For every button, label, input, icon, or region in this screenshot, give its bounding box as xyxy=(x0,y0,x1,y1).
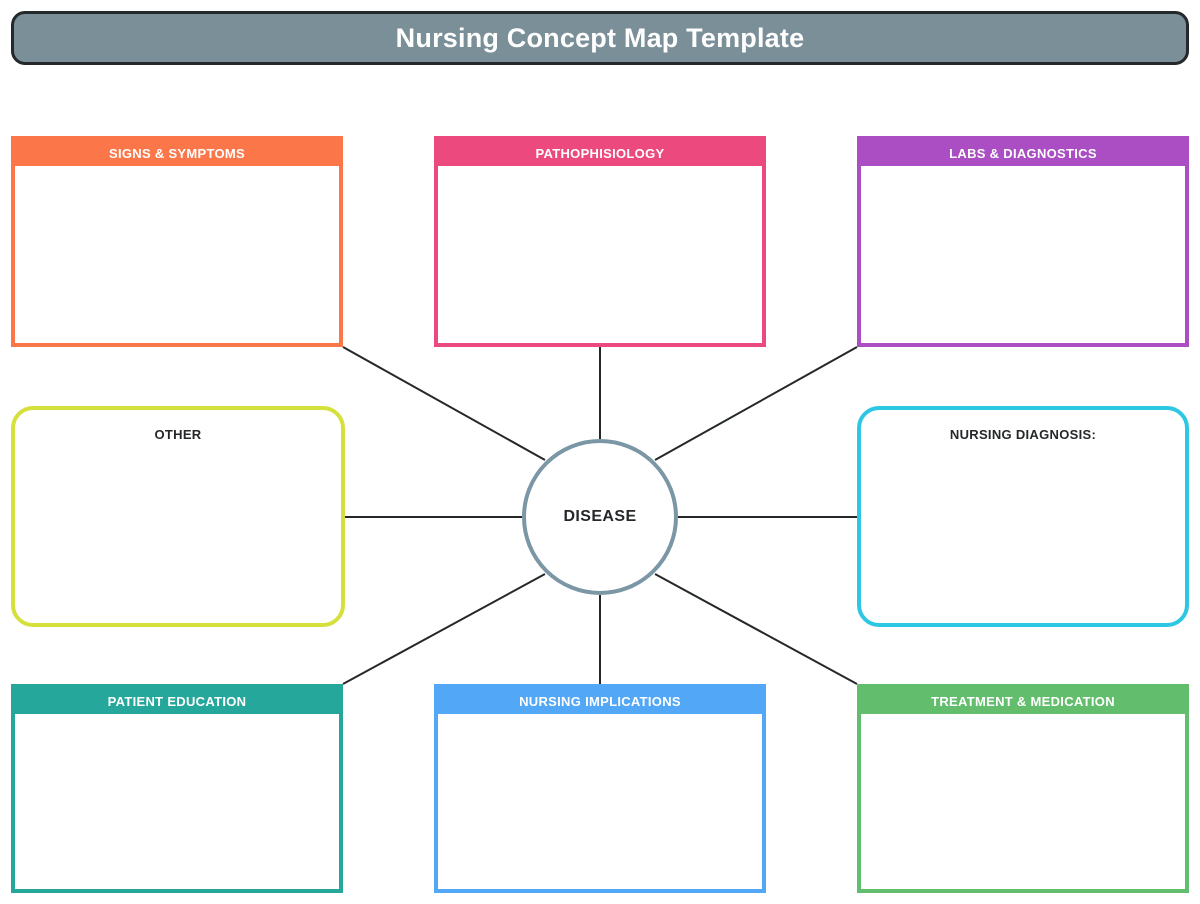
center-node-label: DISEASE xyxy=(563,508,637,525)
node-header-patient-education: PATIENT EDUCATION xyxy=(15,688,339,714)
link-patient-education xyxy=(342,573,546,685)
node-header-treatment-medication: TREATMENT & MEDICATION xyxy=(861,688,1185,714)
node-other[interactable]: OTHER xyxy=(11,406,345,627)
node-body-labs-diagnostics[interactable] xyxy=(861,166,1185,343)
link-treatment-medication xyxy=(654,573,858,685)
node-body-pathophisiology[interactable] xyxy=(438,166,762,343)
node-pathophisiology[interactable]: PATHOPHISIOLOGY xyxy=(434,136,766,347)
link-signs-symptoms xyxy=(342,346,546,461)
node-header-signs-symptoms: SIGNS & SYMPTOMS xyxy=(15,140,339,166)
center-node-disease[interactable]: DISEASE xyxy=(522,439,678,595)
page-title-banner: Nursing Concept Map Template xyxy=(11,11,1189,65)
node-nursing-implications[interactable]: NURSING IMPLICATIONS xyxy=(434,684,766,893)
node-label-other: OTHER xyxy=(154,427,202,442)
node-signs-symptoms[interactable]: SIGNS & SYMPTOMS xyxy=(11,136,343,347)
node-label-nursing-diagnosis: NURSING DIAGNOSIS: xyxy=(949,427,1097,442)
node-header-nursing-implications: NURSING IMPLICATIONS xyxy=(438,688,762,714)
node-body-signs-symptoms[interactable] xyxy=(15,166,339,343)
node-nursing-diagnosis[interactable]: NURSING DIAGNOSIS: xyxy=(857,406,1189,627)
node-labs-diagnostics[interactable]: LABS & DIAGNOSTICS xyxy=(857,136,1189,347)
link-labs-diagnostics xyxy=(654,346,858,461)
page-title: Nursing Concept Map Template xyxy=(395,22,805,53)
node-body-treatment-medication[interactable] xyxy=(861,714,1185,889)
node-treatment-medication[interactable]: TREATMENT & MEDICATION xyxy=(857,684,1189,893)
node-body-patient-education[interactable] xyxy=(15,714,339,889)
node-patient-education[interactable]: PATIENT EDUCATION xyxy=(11,684,343,893)
node-body-nursing-implications[interactable] xyxy=(438,714,762,889)
node-header-labs-diagnostics: LABS & DIAGNOSTICS xyxy=(861,140,1185,166)
node-header-pathophisiology: PATHOPHISIOLOGY xyxy=(438,140,762,166)
